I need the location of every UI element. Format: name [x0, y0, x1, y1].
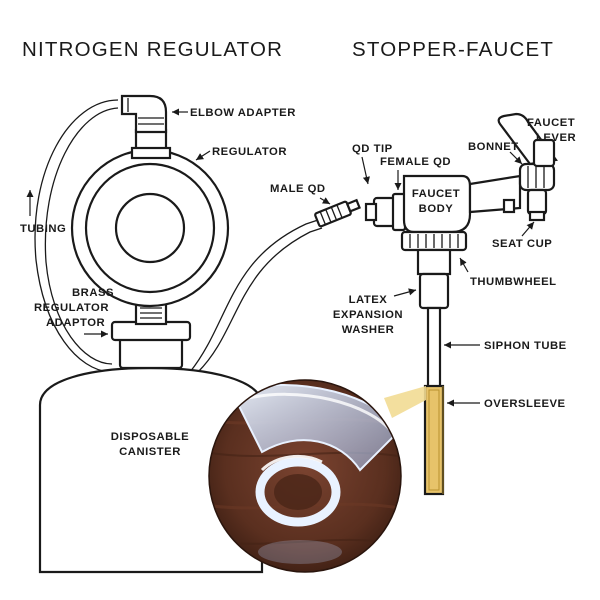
spout-tip	[502, 198, 516, 214]
stopper-faucet-title: STOPPER-FAUCET	[352, 38, 554, 61]
tubing-label: TUBING	[20, 223, 66, 235]
brass-label-2: REGULATOR	[34, 302, 109, 314]
disposable-canister-label-1: DISPOSABLE	[111, 431, 189, 443]
elbow-adapter-label: ELBOW ADAPTER	[190, 107, 296, 119]
tubing-loop	[34, 99, 119, 373]
nitrogen-regulator-assembly: DISPOSABLE CANISTER	[34, 94, 361, 574]
brass-label-1: BRASS	[72, 287, 114, 299]
qd-tip-nose	[364, 202, 378, 222]
inset-callout-wedge	[384, 386, 426, 418]
elbow-adapter	[120, 94, 168, 134]
seat-cup	[526, 188, 548, 216]
latex-label-3: WASHER	[342, 324, 395, 336]
regulator-label: REGULATOR	[212, 146, 287, 158]
gas-tube-to-qd-inner	[189, 219, 319, 373]
male-qd-fitting	[314, 198, 361, 228]
brass-adaptor-nut	[118, 336, 184, 370]
gas-tube-to-qd	[197, 227, 323, 373]
lever-cap	[532, 138, 556, 168]
faucet-body-label-1: FAUCET	[412, 188, 460, 200]
oversleeve-label: OVERSLEEVE	[484, 398, 566, 410]
siphon-tube-label: SIPHON TUBE	[484, 340, 567, 352]
elbow-nut	[130, 146, 172, 160]
regulator-dial	[114, 192, 186, 264]
stopper-faucet-assembly: FAUCET BODY	[364, 112, 558, 496]
siphon-tube	[426, 306, 442, 394]
bonnet-label: BONNET	[468, 141, 519, 153]
tube-end-ring	[255, 457, 341, 527]
oversleeve	[423, 384, 445, 496]
tubing-loop-inner	[44, 107, 119, 365]
stopper-shaft	[416, 248, 452, 276]
male-qd-label: MALE QD	[270, 183, 326, 195]
latex-expansion-washer	[418, 272, 450, 310]
thumbwheel-label: THUMBWHEEL	[470, 276, 557, 288]
faucet-lever-label-2: LEVER	[536, 132, 576, 144]
latex-label-2: EXPANSION	[333, 309, 403, 321]
faucet-lever-label-1: FAUCET	[527, 117, 575, 129]
qd-tip-label: QD TIP	[352, 143, 393, 155]
tubing-photo-inset	[208, 379, 402, 573]
nitrogen-regulator-title: NITROGEN REGULATOR	[22, 38, 283, 61]
disposable-canister-label-2: CANISTER	[119, 446, 181, 458]
seat-cup-tip	[528, 210, 546, 222]
female-qd-label: FEMALE QD	[380, 156, 451, 168]
bonnet	[518, 162, 556, 192]
faucet-body	[402, 174, 472, 234]
seat-cup-label: SEAT CUP	[492, 238, 552, 250]
brass-label-3: ADAPTOR	[46, 317, 105, 329]
faucet-body-label-2: BODY	[419, 203, 454, 215]
latex-label-1: LATEX	[349, 294, 388, 306]
